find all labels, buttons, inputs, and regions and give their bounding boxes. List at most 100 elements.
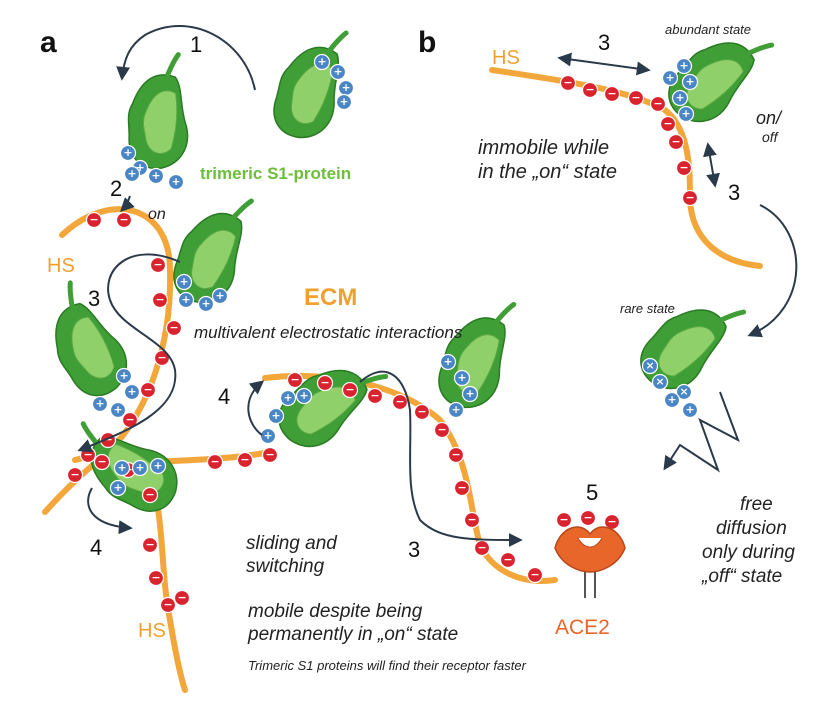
label-ace2: ACE2: [555, 616, 610, 639]
negative-charge: −: [675, 159, 693, 177]
positive-charge: ×: [651, 373, 669, 391]
svg-text:+: +: [451, 403, 460, 416]
negative-charge: −: [366, 387, 384, 405]
svg-text:−: −: [125, 413, 134, 426]
arrow-step-2: [120, 195, 135, 212]
step-number-5: 5: [586, 480, 598, 505]
positive-charge: +: [329, 63, 347, 81]
negative-charge: −: [499, 551, 517, 569]
negative-charge: −: [141, 486, 159, 504]
arrow-step-3-b-side: [703, 142, 720, 188]
svg-text:+: +: [299, 389, 308, 402]
negative-charge: −: [316, 374, 334, 392]
svg-text:−: −: [679, 161, 688, 174]
svg-text:+: +: [119, 369, 128, 382]
label-faster: Trimeric S1 proteins will find their rec…: [248, 658, 527, 673]
negative-charge: −: [649, 95, 667, 113]
svg-text:−: −: [265, 448, 274, 461]
svg-text:+: +: [667, 393, 676, 406]
negative-charge: −: [85, 211, 103, 229]
s1-protein-mid: [169, 188, 251, 308]
svg-text:+: +: [179, 275, 188, 288]
svg-text:+: +: [117, 461, 126, 474]
label-trimeric-s1: trimeric S1-protein: [200, 164, 351, 183]
label-sliding-2: switching: [246, 556, 325, 577]
negative-charge: −: [93, 453, 111, 471]
svg-text:−: −: [169, 321, 178, 334]
svg-text:−: −: [143, 383, 152, 396]
svg-text:×: ×: [655, 375, 664, 388]
svg-text:−: −: [583, 511, 592, 524]
label-free-4: „off“ state: [701, 566, 782, 587]
svg-text:−: −: [163, 598, 172, 611]
positive-charge: +: [123, 383, 141, 401]
arrow-step-4-left: [87, 487, 133, 535]
positive-charge: +: [447, 401, 465, 419]
positive-charge: +: [197, 295, 215, 313]
negative-charge: −: [555, 511, 573, 529]
svg-text:−: −: [155, 293, 164, 306]
positive-charge: +: [259, 427, 277, 445]
positive-charge: +: [177, 291, 195, 309]
negative-charge: −: [681, 189, 699, 207]
step-number-1: 1: [190, 32, 202, 57]
svg-text:−: −: [607, 515, 616, 528]
arrow-step-3-right: [359, 370, 523, 547]
negative-charge: −: [453, 479, 471, 497]
svg-text:+: +: [171, 175, 180, 188]
svg-text:−: −: [563, 76, 572, 89]
svg-text:−: −: [437, 423, 446, 436]
negative-charge: −: [173, 589, 191, 607]
label-immobile-1: immobile while: [478, 137, 609, 159]
panel-label-a: a: [40, 26, 57, 59]
negative-charge: −: [147, 569, 165, 587]
svg-text:+: +: [317, 55, 326, 68]
label-multivalent: multivalent electrostatic interactions: [194, 323, 463, 342]
svg-text:−: −: [607, 87, 616, 100]
svg-text:−: −: [477, 541, 486, 554]
label-hs-b: HS: [492, 47, 520, 69]
s1-protein-left: [24, 283, 141, 406]
svg-text:−: −: [451, 448, 460, 461]
negative-charge: −: [667, 133, 685, 151]
svg-text:+: +: [443, 355, 452, 368]
positive-charge: +: [91, 395, 109, 413]
svg-text:−: −: [457, 481, 466, 494]
svg-text:+: +: [135, 461, 144, 474]
step-number-3-b-side: 3: [728, 180, 740, 205]
step-number-2: 2: [110, 176, 122, 201]
svg-text:+: +: [201, 297, 210, 310]
svg-text:−: −: [671, 135, 680, 148]
svg-text:+: +: [457, 371, 466, 384]
negative-charge: −: [159, 596, 177, 614]
positive-charge: +: [453, 369, 471, 387]
positive-charge: +: [661, 69, 679, 87]
hs-chain-b: [489, 67, 763, 269]
svg-text:+: +: [675, 91, 684, 104]
negative-charge: −: [391, 393, 409, 411]
svg-text:−: −: [585, 83, 594, 96]
negative-charge: −: [149, 256, 167, 274]
svg-text:+: +: [283, 391, 292, 404]
positive-charge: ×: [641, 357, 659, 375]
negative-charge: −: [121, 411, 139, 429]
positive-charge: +: [279, 389, 297, 407]
svg-text:+: +: [339, 95, 348, 108]
negative-charge: −: [627, 89, 645, 107]
svg-text:−: −: [153, 258, 162, 271]
negative-charge: −: [559, 74, 577, 92]
negative-charge: −: [261, 446, 279, 464]
svg-text:−: −: [157, 351, 166, 364]
svg-text:−: −: [345, 383, 354, 396]
svg-text:−: −: [685, 191, 694, 204]
positive-charge: +: [439, 353, 457, 371]
arrow-step-3-left: [77, 253, 181, 453]
s1-protein-top-right: [271, 25, 347, 142]
positive-charge: +: [671, 89, 689, 107]
svg-text:+: +: [665, 71, 674, 84]
negative-charge: −: [139, 381, 157, 399]
arrow-free-diffusion: [663, 391, 740, 473]
svg-text:+: +: [465, 387, 474, 400]
svg-text:−: −: [559, 513, 568, 526]
svg-text:−: −: [467, 513, 476, 526]
